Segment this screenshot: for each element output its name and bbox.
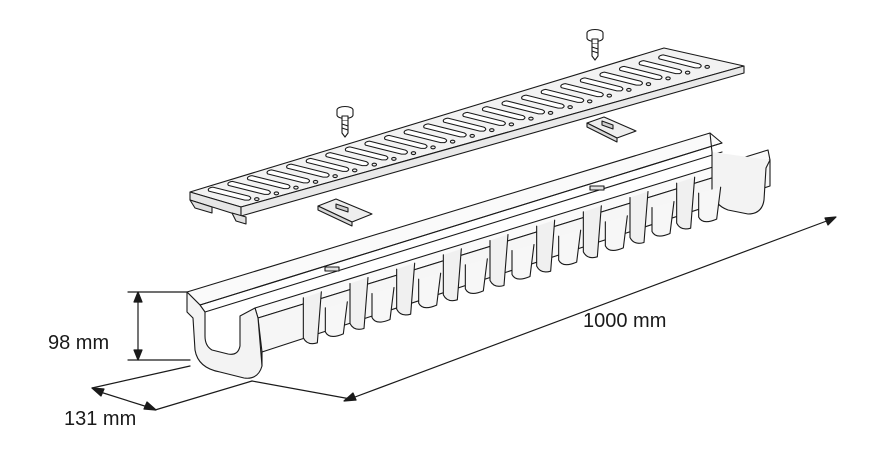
grate-slot — [286, 163, 330, 178]
bolt-left — [336, 105, 354, 138]
width-label: 131 mm — [64, 408, 137, 430]
channel-ribs — [302, 176, 722, 345]
grate-slot — [540, 88, 585, 103]
channel-rib — [349, 276, 369, 330]
grate-hole — [528, 116, 534, 121]
grate — [189, 47, 745, 225]
grate-slot — [423, 123, 467, 138]
grate-hole — [430, 145, 436, 150]
grate-slot — [481, 106, 526, 121]
grate-hole — [665, 76, 671, 81]
grate-hole — [645, 82, 652, 87]
channel-foot — [418, 272, 442, 309]
grate-slot — [364, 140, 408, 155]
grate-slot — [305, 157, 350, 172]
channel-rib — [676, 176, 696, 230]
grate-slot — [246, 175, 291, 190]
height-dimension — [127, 291, 191, 361]
grate-hole — [371, 162, 378, 167]
grate-hole — [391, 156, 397, 161]
grate-hole — [351, 168, 358, 173]
channel-rib — [629, 190, 649, 244]
grate-hole — [684, 70, 691, 75]
grate-hole — [254, 197, 260, 202]
grate-slot — [227, 180, 271, 195]
bolt-right — [586, 28, 604, 61]
grate-slot — [579, 77, 624, 92]
channel-foot — [698, 186, 722, 223]
grate-hole — [489, 128, 495, 133]
grate-slot — [266, 169, 311, 184]
grate-hole — [586, 99, 593, 104]
grate-slot — [384, 134, 428, 149]
channel-rib — [396, 262, 416, 316]
grate-hole — [626, 87, 632, 92]
grate-slot — [619, 65, 663, 80]
width-dimension — [91, 365, 253, 411]
height-label: 98 mm — [48, 332, 110, 354]
channel-foot — [371, 286, 395, 323]
grate-slot — [325, 152, 369, 167]
grate-hole — [547, 110, 554, 115]
channel-body — [186, 132, 771, 379]
grate-hole — [273, 191, 280, 196]
grate-hole — [567, 105, 573, 110]
grate-slot — [560, 83, 604, 98]
grate-slot — [599, 71, 643, 86]
grate-hole — [508, 122, 515, 127]
length-dimension — [251, 216, 837, 402]
channel-rib — [582, 205, 602, 259]
channel-foot — [511, 243, 535, 280]
grate-hole — [410, 151, 417, 156]
locking-clip-right — [586, 116, 637, 143]
grate-hole — [312, 179, 319, 184]
grate-hole — [449, 139, 456, 144]
grate-slot — [442, 117, 487, 132]
grate-slot — [638, 60, 683, 75]
grate-slot — [403, 129, 448, 144]
grate-hole — [469, 133, 475, 138]
grate-slot — [344, 146, 389, 161]
length-label: 1000 mm — [583, 310, 667, 332]
grate-slots — [207, 54, 710, 202]
channel-foot — [558, 229, 582, 266]
channel-rib — [442, 248, 462, 302]
channel-rib — [489, 233, 509, 287]
grate-slot — [462, 111, 506, 126]
locking-clip-left — [317, 198, 373, 227]
grate-slot — [521, 94, 565, 109]
grate-hole — [606, 93, 613, 98]
grate-hole — [704, 64, 710, 69]
channel-foot — [604, 215, 628, 251]
channel-rib — [302, 291, 322, 345]
grate-slot — [658, 54, 702, 69]
channel-foot — [324, 301, 348, 337]
channel-rib — [536, 219, 556, 273]
channel-foot — [651, 200, 675, 237]
grate-hole — [293, 185, 299, 190]
channel-foot — [464, 258, 488, 294]
grate-hole — [332, 174, 338, 179]
grate-slot — [207, 186, 252, 201]
grate-slot — [501, 100, 546, 115]
